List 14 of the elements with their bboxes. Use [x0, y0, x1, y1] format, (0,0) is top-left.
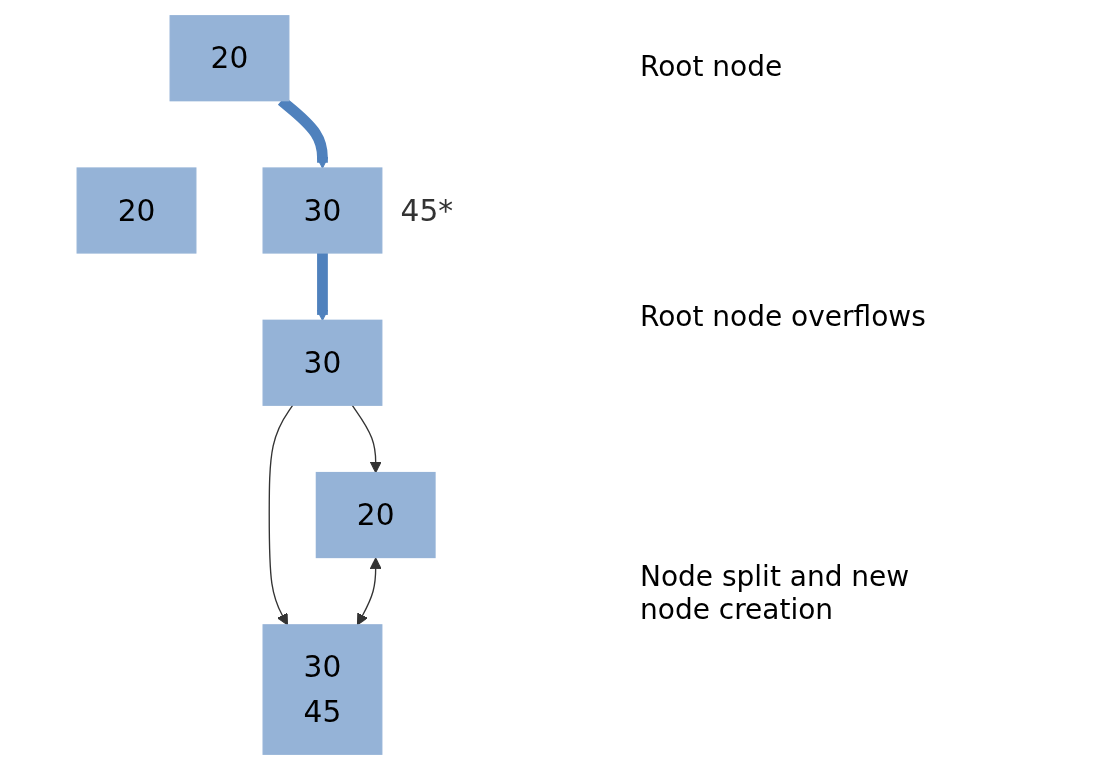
arrow	[356, 557, 382, 626]
node-box: 30 45	[262, 624, 383, 755]
node-box: 30	[262, 167, 383, 254]
step-description: Root node overflows	[640, 300, 927, 333]
node-box: 20	[169, 15, 290, 102]
node-box: 20	[76, 167, 197, 254]
arrow	[316, 252, 329, 321]
node-box: 30	[262, 319, 383, 406]
node-box: 20	[315, 471, 436, 559]
arrow	[268, 404, 294, 626]
step-description: Root node	[640, 50, 784, 83]
arrow	[351, 404, 382, 474]
value-label: 45*	[400, 193, 454, 229]
step-description: Node split and new node creation	[640, 560, 911, 626]
